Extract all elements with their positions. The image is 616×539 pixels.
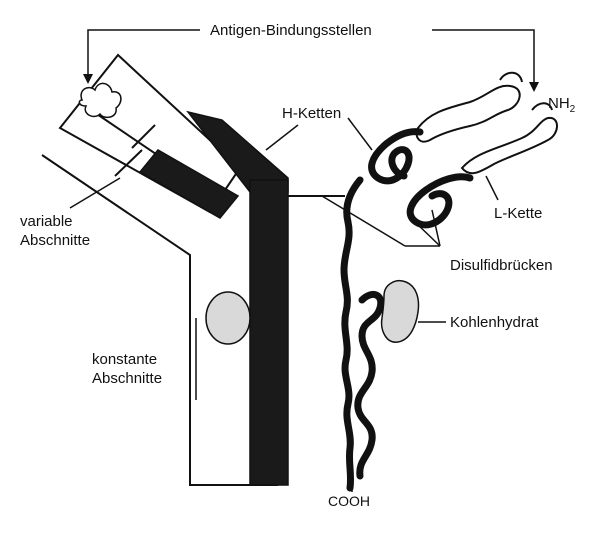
label-disulfide: Disulfidbrücken bbox=[450, 257, 553, 274]
heavy-chain-stem-dark bbox=[249, 179, 289, 486]
label-cooh: COOH bbox=[328, 493, 370, 509]
label-l-chain: L-Kette bbox=[494, 205, 542, 222]
carbohydrate-right bbox=[380, 280, 420, 343]
heavy-chain-folded-lower bbox=[406, 173, 474, 229]
h-chain-leader-left bbox=[265, 124, 299, 151]
label-variable-2: Abschnitte bbox=[20, 232, 90, 249]
label-carbohydrate: Kohlenhydrat bbox=[450, 314, 539, 331]
light-chain-dark-block bbox=[138, 149, 240, 219]
disulfide-bridge-line-1 bbox=[321, 195, 406, 247]
heavy-chain-loops bbox=[354, 290, 385, 480]
variable-divider-2 bbox=[114, 149, 143, 177]
h-chain-leader-right bbox=[347, 117, 373, 151]
label-nh2-sub: 2 bbox=[570, 104, 576, 115]
left-antibody-outline bbox=[41, 154, 278, 486]
disulfide-bridge-line-4 bbox=[431, 209, 441, 247]
heavy-chain-folded-upper bbox=[368, 128, 424, 185]
antigen-arrowhead-right bbox=[529, 82, 539, 92]
antigen-binding-site-left bbox=[78, 82, 122, 119]
antigen-arrow-left bbox=[87, 29, 200, 80]
light-chain-folded bbox=[415, 84, 521, 143]
label-h-chains: H-Ketten bbox=[282, 105, 341, 122]
variable-divider-1 bbox=[131, 124, 156, 149]
light-chain-folded-2 bbox=[460, 116, 558, 175]
label-nh2-main: NH bbox=[548, 95, 570, 112]
disulfide-bridge-line-3 bbox=[414, 221, 441, 247]
label-constant-1: konstante bbox=[92, 351, 157, 368]
l-chain-leader bbox=[485, 175, 499, 201]
label-constant-2: Abschnitte bbox=[92, 370, 162, 387]
variable-leader bbox=[69, 177, 121, 209]
label-variable-1: variable bbox=[20, 213, 73, 230]
carbohydrate-left bbox=[205, 291, 251, 345]
antigen-arrow-right bbox=[432, 29, 535, 88]
antigen-arrowhead-left bbox=[83, 74, 93, 84]
heavy-chain-stem bbox=[340, 176, 364, 492]
label-antigen-binding: Antigen-Bindungsstellen bbox=[210, 22, 372, 39]
light-chain-tail bbox=[499, 71, 553, 111]
label-nh2: NH2 bbox=[548, 95, 576, 115]
